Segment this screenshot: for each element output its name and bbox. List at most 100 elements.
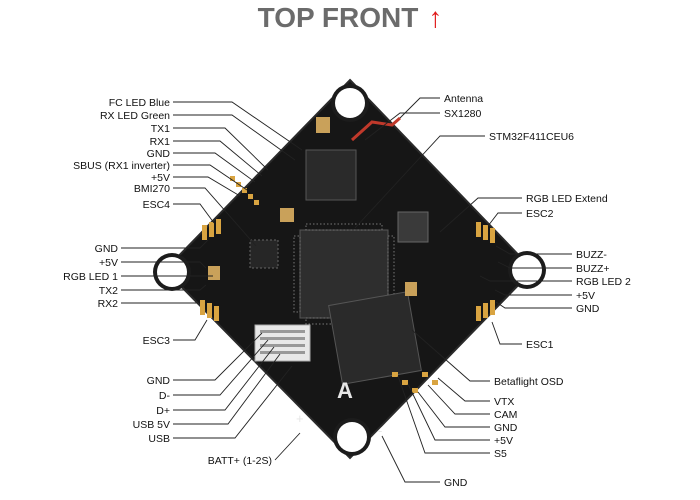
leader-line: [121, 284, 207, 291]
capacitor: [208, 266, 220, 280]
page-title: TOP FRONT ↑: [0, 2, 700, 34]
capacitor: [405, 282, 417, 296]
label-esc4: ESC4: [143, 199, 171, 211]
label-gnd-3: GND: [147, 375, 171, 387]
leader-line: [173, 152, 256, 183]
leader-line: [121, 239, 209, 249]
inductor: [397, 211, 429, 243]
label-tx1: TX1: [151, 123, 170, 135]
leader-line: [173, 319, 208, 341]
label-esc2: ESC2: [526, 208, 554, 220]
label-betaflight-osd: Betaflight OSD: [494, 376, 564, 388]
mounting-hole-top: [331, 84, 369, 122]
label-rgb-led-2: RGB LED 2: [576, 276, 631, 288]
label-rx1: RX1: [150, 136, 171, 148]
label-rx-led-green: RX LED Green: [100, 110, 170, 122]
leader-line: [173, 176, 241, 197]
label-buzz-plus: BUZZ+: [576, 263, 610, 275]
label-gnd-right: GND: [576, 303, 600, 315]
leader-line: [397, 375, 490, 454]
label-buzz-minus: BUZZ-: [576, 249, 607, 261]
logo-mark: A: [337, 378, 353, 403]
label-d-minus: D-: [159, 390, 171, 402]
mounting-hole-right: [508, 251, 546, 289]
leader-line: [411, 329, 490, 382]
leader-line: [427, 384, 490, 415]
label-5v-bottom: +5V: [494, 435, 513, 447]
esc1-pads: [476, 300, 495, 321]
leader-line: [173, 353, 281, 425]
label-esc3: ESC3: [143, 335, 171, 347]
leader-line: [173, 127, 269, 171]
leader-line: [437, 377, 490, 402]
up-arrow-icon: ↑: [428, 2, 443, 33]
leader-line: [173, 140, 263, 177]
label-sbus: SBUS (RX1 inverter): [73, 160, 170, 172]
leader-line: [354, 135, 485, 229]
leader-line: [494, 289, 572, 296]
receiver-chip: [305, 149, 357, 201]
label-fc-led-blue: FC LED Blue: [109, 97, 170, 109]
led-component: [280, 208, 294, 222]
leader-line: [364, 112, 440, 141]
leader-lines: [121, 97, 572, 483]
label-batt: BATT+ (1-2S): [208, 455, 272, 467]
leader-line: [274, 432, 301, 461]
label-gnd-batt: GND: [444, 477, 468, 489]
label-s5: S5: [494, 448, 507, 460]
label-5v-right: +5V: [576, 290, 595, 302]
label-rgb-led-extend: RGB LED Extend: [526, 193, 608, 205]
esc2-pads: [476, 222, 495, 243]
leader-line: [173, 346, 275, 411]
leader-line: [121, 261, 207, 269]
label-gnd-2: GND: [95, 243, 119, 255]
leader-line: [439, 197, 522, 233]
leader-line: [173, 164, 248, 191]
plus-mark: +: [296, 411, 304, 426]
leader-line: [173, 114, 296, 161]
leader-line: [173, 187, 257, 247]
leader-line: [381, 435, 440, 483]
label-gnd-bottom: GND: [494, 422, 518, 434]
mounting-hole-left: [153, 253, 191, 291]
leader-line: [495, 301, 572, 309]
leader-line: [399, 97, 440, 119]
label-vtx: VTX: [494, 396, 514, 408]
esc4-pads: [202, 219, 221, 240]
leader-line: [173, 332, 263, 381]
label-usb: USB: [148, 433, 170, 445]
right-labels: Antenna SX1280 STM32F411CEU6 RGB LED Ext…: [444, 93, 631, 489]
label-gnd: GND: [147, 148, 171, 160]
osd-chip: [328, 291, 422, 385]
leader-line: [407, 383, 490, 441]
label-esc1: ESC1: [526, 339, 554, 351]
label-antenna: Antenna: [444, 93, 483, 105]
label-stm32: STM32F411CEU6: [489, 131, 574, 143]
left-labels: FC LED Blue RX LED Green TX1 RX1 GND SBU…: [63, 97, 272, 467]
leader-line: [173, 101, 303, 151]
leader-line: [173, 203, 215, 224]
leader-line: [491, 321, 522, 345]
usb-connector: [254, 324, 311, 362]
title-text: TOP FRONT: [257, 2, 419, 33]
label-rgb-led-1: RGB LED 1: [63, 271, 118, 283]
label-tx2: TX2: [99, 285, 118, 297]
label-5v-2: +5V: [99, 257, 118, 269]
leader-line: [173, 365, 293, 439]
leader-line: [495, 245, 572, 255]
label-bmi270: BMI270: [134, 183, 170, 195]
flight-controller-board: A + -: [153, 78, 546, 460]
leader-line: [487, 212, 522, 227]
label-rx2: RX2: [98, 298, 119, 310]
label-5v: +5V: [151, 172, 170, 184]
bottom-signal-pads: [392, 372, 438, 393]
antenna-wire: [350, 116, 401, 142]
antenna-component: [316, 117, 330, 133]
label-usb-5v: USB 5V: [133, 419, 170, 431]
leader-line: [479, 275, 572, 282]
leader-line: [417, 391, 490, 428]
leader-line: [173, 339, 269, 396]
label-sx1280: SX1280: [444, 108, 482, 120]
